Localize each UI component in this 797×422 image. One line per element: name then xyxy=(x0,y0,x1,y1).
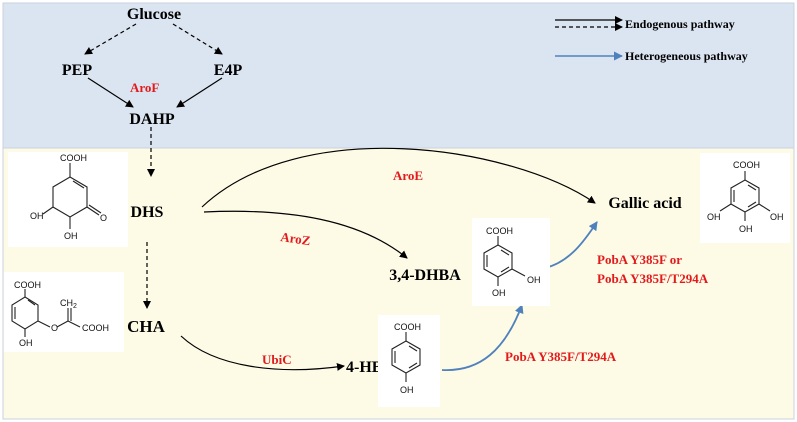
cha-ch: CH xyxy=(60,298,73,308)
gallic-oh-bottom: OH xyxy=(739,224,753,234)
dhba-cooh: COOH xyxy=(486,226,513,236)
arrow-cha-hba xyxy=(180,335,345,371)
enzyme-arof: AroF xyxy=(130,80,159,95)
enzyme-ubic: UbiC xyxy=(262,352,292,367)
dhs-o: O xyxy=(100,213,107,223)
arrow-dhs-dhba xyxy=(203,210,408,259)
node-dahp: DAHP xyxy=(129,111,175,128)
arrow-pep-dahp xyxy=(87,77,134,108)
structure-dhs xyxy=(8,152,128,247)
gallic-cooh: COOH xyxy=(733,160,760,170)
legend-heterogeneous-label: Heterogeneous pathway xyxy=(625,49,748,63)
enzyme-aroz: AroZ xyxy=(280,229,312,248)
structure-4-hba xyxy=(378,315,440,407)
dhs-cooh: COOH xyxy=(60,153,87,163)
gallic-oh-left: OH xyxy=(707,212,721,222)
cha-o: O xyxy=(51,323,58,333)
cha-oh: OH xyxy=(19,338,33,348)
dhs-oh-left: OH xyxy=(30,211,44,221)
enzyme-poba-or-line1: PobA Y385F or xyxy=(597,252,682,267)
hba-cooh: COOH xyxy=(394,322,421,332)
cha-ch-sub: 2 xyxy=(73,303,77,310)
node-cha: CHA xyxy=(127,317,166,336)
structure-gallic-acid xyxy=(700,153,790,243)
dhba-oh-bottom: OH xyxy=(492,288,506,298)
node-e4p: E4P xyxy=(214,62,243,79)
dhs-oh-bottom: OH xyxy=(64,231,78,241)
legend: Endogenous pathway Heterogeneous pathway xyxy=(555,16,748,63)
node-glucose: Glucose xyxy=(127,6,181,23)
arrow-dhba-gallic-blue xyxy=(544,221,598,269)
hba-oh: OH xyxy=(400,385,414,395)
node-3-4-dhba: 3,4-DHBA xyxy=(389,267,461,284)
arrow-glucose-pep xyxy=(84,23,137,55)
cha-ch2: CH2 xyxy=(60,298,77,310)
arrow-e4p-dahp xyxy=(176,77,223,108)
node-pep: PEP xyxy=(62,62,92,79)
legend-endogenous-label: Endogenous pathway xyxy=(625,17,735,31)
cha-cooh-side: COOH xyxy=(82,323,109,333)
enzyme-poba-single: PobA Y385F/T294A xyxy=(505,349,617,364)
arrow-glucose-e4p xyxy=(172,23,223,55)
arrow-dhs-gallic xyxy=(201,147,596,208)
gallic-oh-right: OH xyxy=(770,212,784,222)
node-gallic-acid: Gallic acid xyxy=(608,195,681,212)
structure-3-4-dhba xyxy=(472,218,550,306)
top-panel xyxy=(2,2,795,149)
arrow-hba-dhba-blue xyxy=(441,304,524,371)
enzyme-poba-or-line2: PobA Y385F/T294A xyxy=(597,271,709,286)
enzyme-aroe: AroE xyxy=(393,168,423,183)
dhba-oh-right: OH xyxy=(527,275,541,285)
structure-cha xyxy=(4,272,124,352)
cha-cooh: COOH xyxy=(14,280,41,290)
node-dhs: DHS xyxy=(131,204,164,221)
